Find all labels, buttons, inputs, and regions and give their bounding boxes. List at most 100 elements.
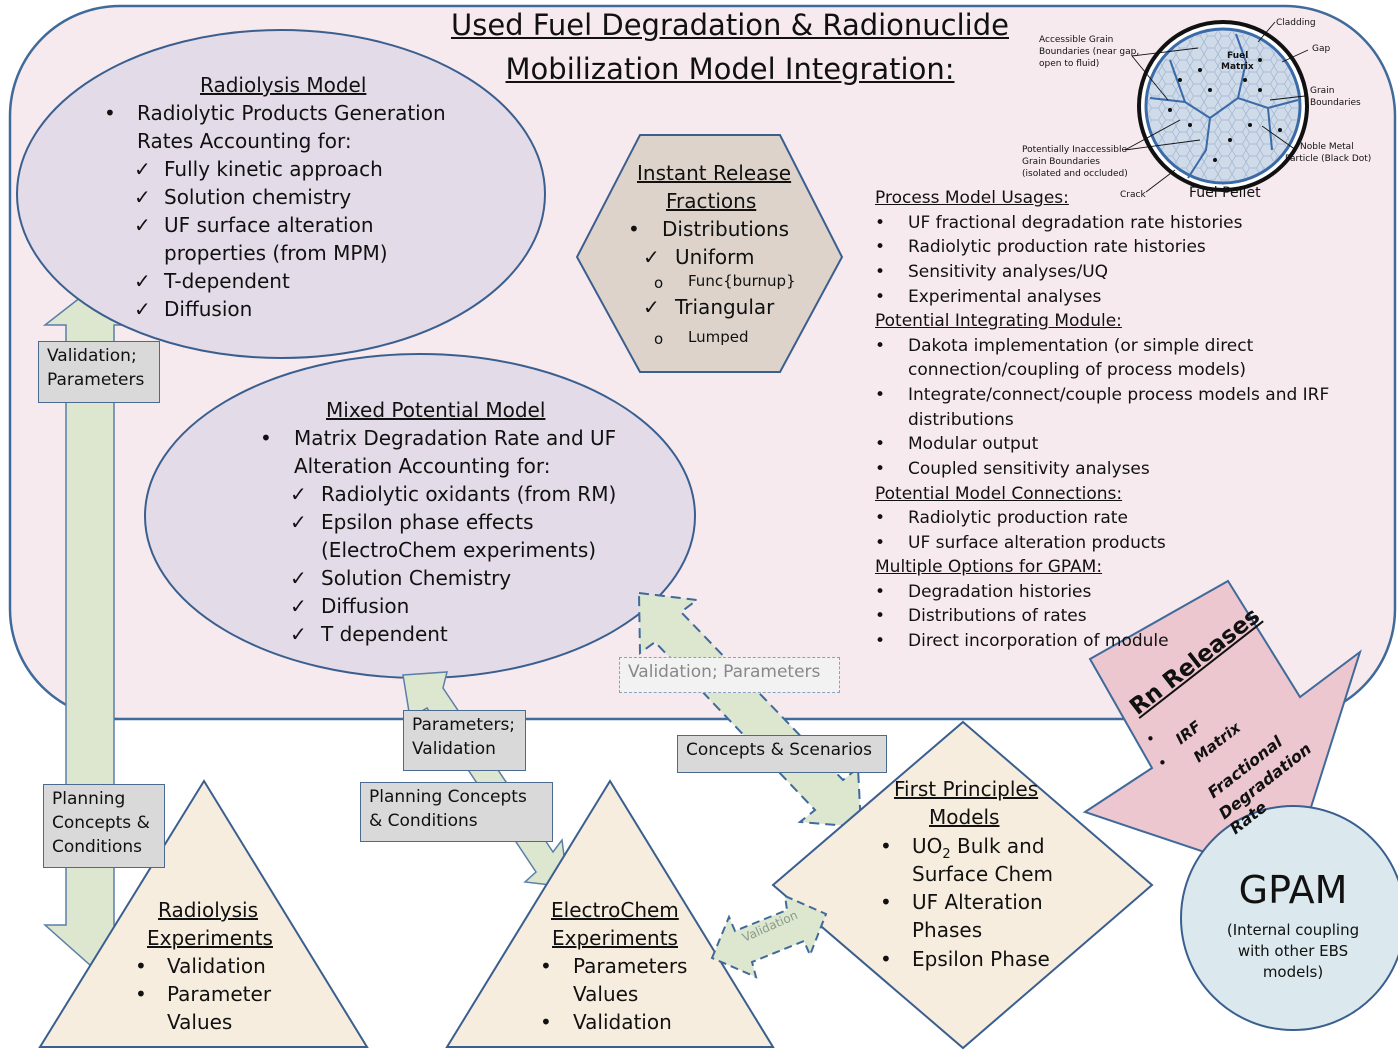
- bullet-icon: •: [875, 508, 886, 528]
- concepts-scenarios-box: Concepts & Scenarios: [677, 735, 887, 773]
- pellet-label-inaccessible-1: Potentially Inaccessible: [1022, 145, 1128, 155]
- bullet-icon: •: [875, 262, 886, 282]
- bullet-icon: •: [875, 336, 886, 356]
- pellet-label-fuel-matrix-1: Fuel: [1227, 51, 1249, 61]
- irf-bullet: •: [628, 217, 640, 241]
- bullet-icon: •: [135, 954, 147, 978]
- planning-concepts-conditions-left-box: Planning Concepts & Conditions: [43, 784, 165, 868]
- validation-parameters-box: Validation; Parameters: [38, 341, 160, 403]
- irf-hexagon: [575, 134, 844, 373]
- bullet-icon: •: [875, 434, 886, 454]
- pellet-label-gap: Gap: [1312, 44, 1331, 54]
- mpm-check-item: Epsilon phase effects: [321, 510, 534, 534]
- irf-sub-lumped: Lumped: [688, 328, 749, 346]
- pellet-label-fuel-matrix-2: Matrix: [1221, 62, 1254, 72]
- electrochem-exp-heading-2: Experiments: [552, 926, 678, 950]
- list-item: Radiolytic production rate: [908, 508, 1128, 528]
- list-item: Dakota implementation (or simple direct: [908, 336, 1254, 356]
- box-line: Validation: [412, 739, 496, 759]
- bullet-icon: •: [1146, 730, 1155, 748]
- box-line: Validation; Parameters: [628, 662, 821, 682]
- check-icon: ✓: [290, 622, 307, 646]
- bullet-icon: •: [540, 1010, 552, 1034]
- bullet-icon: •: [135, 982, 147, 1006]
- radiolysis-check-item: Solution chemistry: [164, 185, 352, 209]
- check-icon: ✓: [134, 213, 151, 237]
- bullet-icon: •: [875, 533, 886, 553]
- fuel-pellet-illustration: [1124, 20, 1309, 193]
- radiolysis-experiments-triangle: [38, 779, 369, 1048]
- circle-bullet-icon: o: [654, 330, 664, 348]
- bullet-icon: •: [875, 631, 886, 651]
- first-principles-item: UF Alteration: [912, 890, 1043, 914]
- electrochem-experiments-triangle: [445, 779, 775, 1048]
- radiolysis-check-item: Fully kinetic approach: [164, 157, 383, 181]
- mpm-check-item: T dependent: [321, 622, 448, 646]
- radiolysis-exp-heading-1: Radiolysis: [158, 898, 258, 922]
- check-icon: ✓: [643, 245, 660, 269]
- bullet-icon: •: [875, 287, 886, 307]
- box-line: Conditions: [52, 837, 142, 857]
- planning-concepts-conditions-mid-box: Planning Concepts & Conditions: [360, 782, 553, 842]
- mpm-bullet-text-2: Alteration Accounting for:: [294, 454, 551, 478]
- pellet-caption: Fuel Pellet: [1189, 185, 1261, 201]
- irf-check-uniform: Uniform: [675, 245, 755, 269]
- gpam-title: GPAM: [1238, 868, 1348, 912]
- radiolysis-model-heading: Radiolysis Model: [200, 73, 367, 97]
- pellet-label-accessible-1: Accessible Grain: [1039, 35, 1114, 45]
- radiolysis-exp-heading-2: Experiments: [147, 926, 273, 950]
- bullet-icon: •: [880, 890, 892, 914]
- box-line: Validation;: [47, 346, 137, 366]
- radiolysis-check-item: properties (from MPM): [164, 241, 388, 265]
- pellet-label-accessible-2: Boundaries (near gap,: [1039, 47, 1140, 57]
- list-item: Coupled sensitivity analyses: [908, 459, 1150, 479]
- gpam-circle: [1180, 805, 1398, 1031]
- radiolysis-exp-item: Validation: [167, 954, 266, 978]
- pellet-label-cladding: Cladding: [1276, 18, 1316, 28]
- mpm-check-item: (ElectroChem experiments): [321, 538, 597, 562]
- first-principles-item-uo2: UO2 Bulk and: [912, 832, 1045, 869]
- box-line: Concepts &: [52, 813, 150, 833]
- diagram-title-line2: Mobilization Model Integration:: [505, 52, 955, 86]
- bullet-icon: •: [260, 426, 272, 450]
- bullet-icon: •: [875, 213, 886, 233]
- bullet-icon: •: [1158, 754, 1167, 772]
- section-heading: Multiple Options for GPAM:: [875, 557, 1103, 577]
- list-item: Distributions of rates: [908, 606, 1087, 626]
- check-icon: ✓: [290, 566, 307, 590]
- uo2-text-post: Bulk and: [950, 834, 1045, 858]
- diagram-title-line1: Used Fuel Degradation & Radionuclide: [450, 8, 1009, 42]
- pellet-label-noble-1: Noble Metal: [1300, 142, 1354, 152]
- irf-heading-2: Fractions: [666, 189, 757, 213]
- check-icon: ✓: [134, 157, 151, 181]
- list-item: Integrate/connect/couple process models …: [908, 385, 1330, 405]
- box-line: Parameters: [47, 370, 145, 390]
- radiolysis-model-bullet: •: [104, 101, 116, 125]
- check-icon: ✓: [290, 510, 307, 534]
- mpm-check-item: Solution Chemistry: [321, 566, 512, 590]
- irf-check-triangular: Triangular: [675, 295, 775, 319]
- list-item: Experimental analyses: [908, 287, 1102, 307]
- pellet-label-grain-2: Boundaries: [1310, 98, 1361, 108]
- section-heading: Process Model Usages:: [875, 188, 1069, 208]
- radiolysis-exp-item: Values: [167, 1010, 233, 1034]
- list-item: UF surface alteration products: [908, 533, 1166, 553]
- pellet-label-inaccessible-2: Grain Boundaries: [1022, 157, 1100, 167]
- bullet-icon: •: [875, 582, 886, 602]
- radiolysis-exp-item: Parameter: [167, 982, 272, 1006]
- irf-bullet-text: Distributions: [662, 217, 790, 241]
- radiolysis-ellipse: [16, 29, 546, 359]
- first-principles-diamond: [771, 720, 1154, 1050]
- list-item: Radiolytic production rate histories: [908, 237, 1206, 257]
- check-icon: ✓: [134, 297, 151, 321]
- bullet-icon: •: [540, 954, 552, 978]
- mpm-heading: Mixed Potential Model: [326, 398, 546, 422]
- parameters-validation-box: Parameters; Validation: [403, 710, 526, 771]
- box-line: Planning: [52, 789, 126, 809]
- radiolysis-check-item: UF surface alteration: [164, 213, 374, 237]
- electrochem-exp-heading-1: ElectroChem: [551, 898, 679, 922]
- pellet-label-noble-2: Particle (Black Dot): [1285, 154, 1372, 164]
- irf-heading-1: Instant Release: [637, 161, 792, 185]
